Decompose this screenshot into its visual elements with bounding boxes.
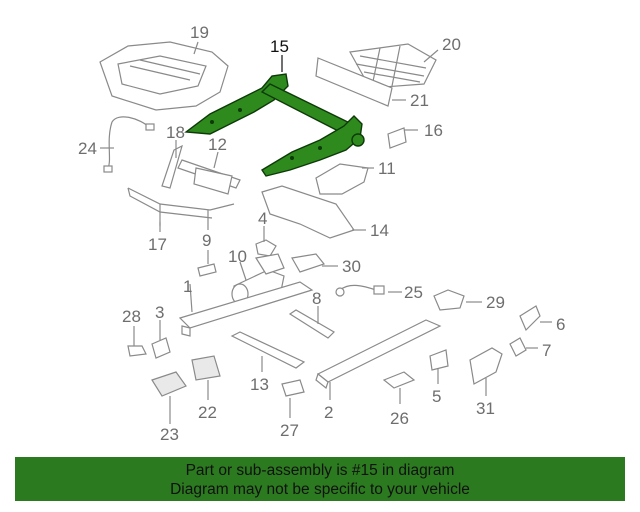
part-2-track bbox=[315, 319, 442, 390]
callout-22: 22 bbox=[198, 403, 217, 422]
part-18-bracket bbox=[161, 144, 183, 189]
part-16-clip bbox=[387, 127, 407, 149]
part-27-clip bbox=[281, 379, 305, 397]
part-11-mechanism bbox=[315, 163, 369, 195]
leader-1 bbox=[189, 283, 193, 313]
part-3-cover bbox=[151, 337, 171, 359]
part-1-track bbox=[178, 281, 314, 337]
banner-line-2: Diagram may not be specific to your vehi… bbox=[170, 481, 470, 498]
callout-27: 27 bbox=[280, 421, 299, 440]
part-30-bracket bbox=[291, 253, 326, 273]
part-4-bracket bbox=[255, 239, 277, 257]
part-17-wire-frame bbox=[127, 187, 235, 230]
callout-6: 6 bbox=[556, 315, 565, 334]
callout-19: 19 bbox=[190, 23, 209, 42]
part-14-shield bbox=[261, 185, 355, 239]
part-21-front-panel bbox=[315, 57, 393, 107]
info-banner: Part or sub-assembly is #15 in diagram D… bbox=[15, 457, 625, 501]
part-31-side-cover bbox=[469, 347, 503, 385]
part-7-knob bbox=[509, 337, 527, 357]
leader-10 bbox=[239, 261, 247, 281]
leader-19 bbox=[193, 41, 199, 55]
callout-12: 12 bbox=[208, 135, 227, 154]
callout-29: 29 bbox=[486, 293, 505, 312]
part-26-plate bbox=[382, 371, 416, 389]
part-19-seat-cushion bbox=[99, 41, 229, 111]
callout-28: 28 bbox=[122, 307, 141, 326]
part-22-switch bbox=[191, 355, 221, 381]
leader-12 bbox=[213, 151, 219, 169]
part-23-module bbox=[151, 371, 187, 397]
callout-24: 24 bbox=[78, 139, 97, 158]
part-9-clip bbox=[197, 263, 217, 277]
part-28-bracket bbox=[127, 345, 147, 357]
callout-26: 26 bbox=[390, 409, 409, 428]
callout-10: 10 bbox=[228, 247, 247, 266]
callout-31: 31 bbox=[476, 399, 495, 418]
callout-5: 5 bbox=[432, 387, 441, 406]
part-6-handle bbox=[519, 305, 541, 332]
part-25-sensor bbox=[335, 284, 385, 297]
callout-17: 17 bbox=[148, 235, 167, 254]
callout-7: 7 bbox=[542, 341, 551, 360]
part-8-rod bbox=[288, 309, 335, 339]
callout-8: 8 bbox=[312, 289, 321, 308]
leader-20 bbox=[423, 49, 439, 63]
part-13-rail-cover bbox=[230, 331, 306, 369]
callout-11: 11 bbox=[378, 159, 396, 178]
callout-13: 13 bbox=[250, 375, 269, 394]
parts-diagram: 1 2 3 4 5 6 7 8 9 10 11 12 13 14 15 16 1… bbox=[78, 23, 565, 444]
callout-16: 16 bbox=[424, 121, 443, 140]
callout-1: 1 bbox=[183, 277, 192, 296]
part-29-cover bbox=[433, 289, 465, 311]
callout-2: 2 bbox=[324, 403, 333, 422]
part-12-bracket bbox=[177, 159, 241, 195]
callout-18: 18 bbox=[166, 123, 185, 142]
callout-15: 15 bbox=[270, 37, 289, 56]
callout-14: 14 bbox=[370, 221, 389, 240]
part-20-spring-mat bbox=[349, 43, 437, 89]
part-5-bracket bbox=[429, 349, 449, 371]
callout-25: 25 bbox=[404, 283, 423, 302]
banner-line-1: Part or sub-assembly is #15 in diagram bbox=[185, 462, 455, 479]
callout-20: 20 bbox=[442, 35, 461, 54]
callout-9: 9 bbox=[202, 231, 211, 250]
callout-30: 30 bbox=[342, 257, 361, 276]
callout-4: 4 bbox=[258, 209, 267, 228]
callout-21: 21 bbox=[410, 91, 429, 110]
part-15-seat-frame bbox=[184, 73, 365, 177]
callout-3: 3 bbox=[155, 303, 164, 322]
callout-23: 23 bbox=[160, 425, 179, 444]
part-24-cable bbox=[103, 116, 155, 173]
